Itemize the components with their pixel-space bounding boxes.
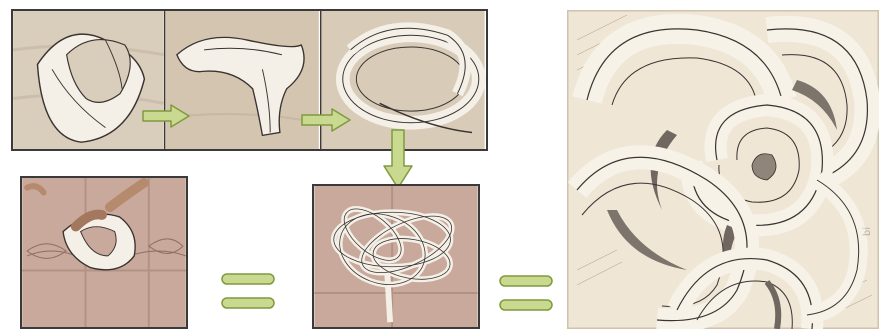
floor-tile-illustration bbox=[22, 178, 186, 327]
right-arrow-icon bbox=[300, 107, 352, 133]
right-arrow-icon bbox=[141, 103, 191, 129]
equals-sign-icon bbox=[498, 272, 554, 316]
watermark-text: bi bbox=[862, 227, 873, 236]
twisted-loop-photo bbox=[164, 9, 322, 151]
ribbon-swirl-illustration bbox=[567, 10, 879, 329]
tangled-strip-photo bbox=[312, 184, 480, 329]
ribbon-swirl-sketch bbox=[567, 10, 879, 329]
hands-folding-strip-photo bbox=[20, 176, 188, 329]
down-arrow-icon bbox=[382, 128, 414, 190]
tangled-strip-illustration bbox=[314, 186, 478, 327]
mobius-strip-photo bbox=[11, 9, 166, 151]
equals-sign-icon bbox=[220, 270, 276, 314]
